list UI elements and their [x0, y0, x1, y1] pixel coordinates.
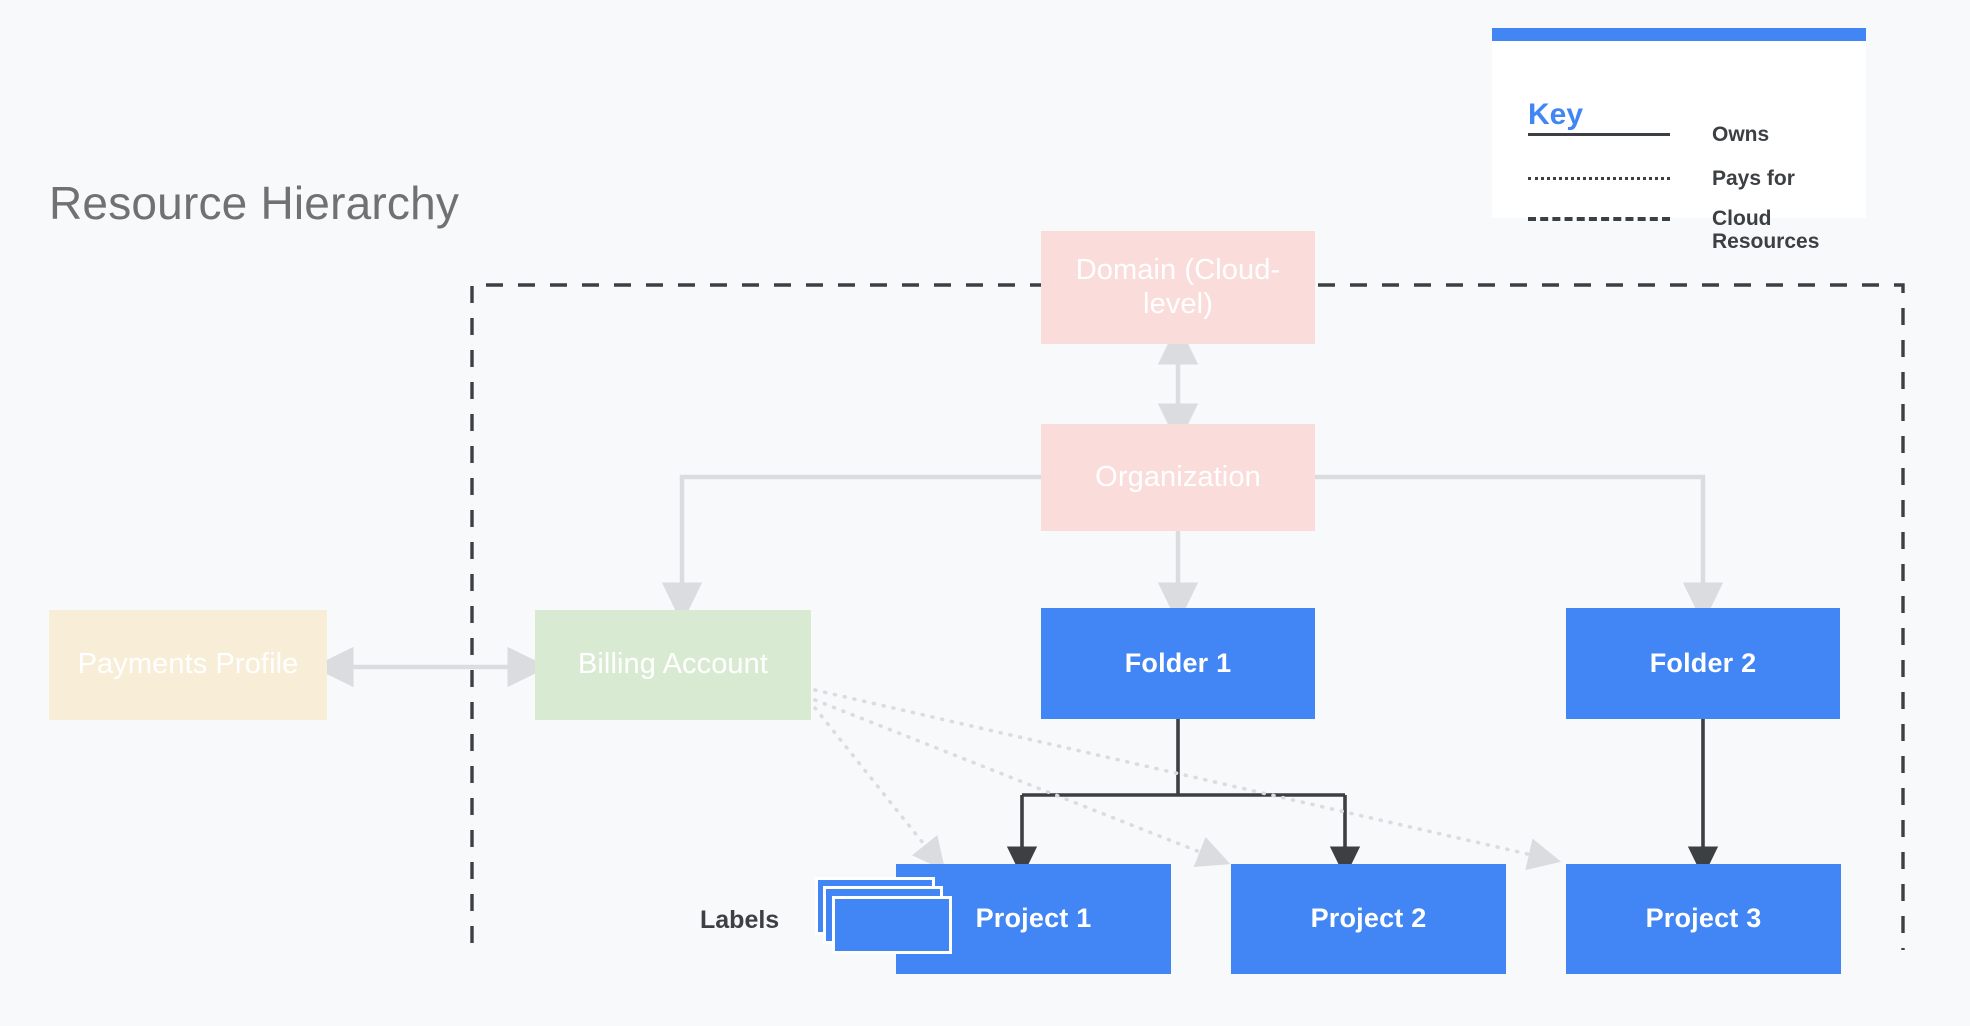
node-payments-profile[interactable]: Payments Profile [49, 610, 327, 720]
key-sample-dashed-line [1528, 208, 1670, 228]
node-folder-1[interactable]: Folder 1 [1041, 608, 1315, 719]
labels-stack-icon [815, 877, 952, 955]
key-row-cloud-resources: Cloud Resources [1528, 207, 1858, 253]
node-billing-account-label: Billing Account [577, 648, 769, 681]
key-label-owns: Owns [1712, 123, 1770, 146]
edge-folder1-projects [1006, 719, 1361, 878]
key-title: Key [1528, 98, 1584, 131]
node-project-3[interactable]: Project 3 [1566, 864, 1841, 974]
node-domain-label: Domain (Cloud-level) [1075, 254, 1281, 320]
node-folder-2-label: Folder 2 [1649, 647, 1757, 678]
edge-organization-folder2 [1315, 474, 1724, 624]
node-folder-1-label: Folder 1 [1124, 647, 1232, 678]
node-payments-profile-label: Payments Profile [77, 648, 299, 681]
node-folder-2[interactable]: Folder 2 [1566, 608, 1840, 719]
edge-billing-project2 [813, 698, 1231, 867]
key-sample-solid-line [1528, 124, 1670, 144]
labels-annotation-label: Labels [700, 906, 780, 934]
node-project-2[interactable]: Project 2 [1231, 864, 1506, 974]
node-billing-account[interactable]: Billing Account [535, 610, 811, 720]
key-sample-dotted-line [1528, 168, 1670, 188]
key-accent-bar [1492, 28, 1866, 41]
key-row-pays-for: Pays for [1528, 167, 1858, 202]
node-organization[interactable]: Organization [1041, 424, 1315, 531]
node-project-2-label: Project 2 [1310, 903, 1427, 934]
node-organization-label: Organization [1095, 460, 1261, 493]
key-label-pays-for: Pays for [1712, 167, 1795, 190]
node-project-3-label: Project 3 [1645, 903, 1762, 934]
edge-billing-project1 [813, 706, 946, 871]
key-label-cloud-resources: Cloud Resources [1712, 207, 1820, 253]
edge-organization-billing [661, 474, 1041, 624]
node-domain[interactable]: Domain (Cloud-level) [1041, 231, 1315, 344]
node-project-1-label: Project 1 [975, 903, 1092, 934]
key-row-owns: Owns [1528, 123, 1858, 158]
page-title: Resource Hierarchy [49, 177, 460, 229]
key-legend-card: Key Owns Pays for Cloud Resources [1492, 28, 1866, 253]
